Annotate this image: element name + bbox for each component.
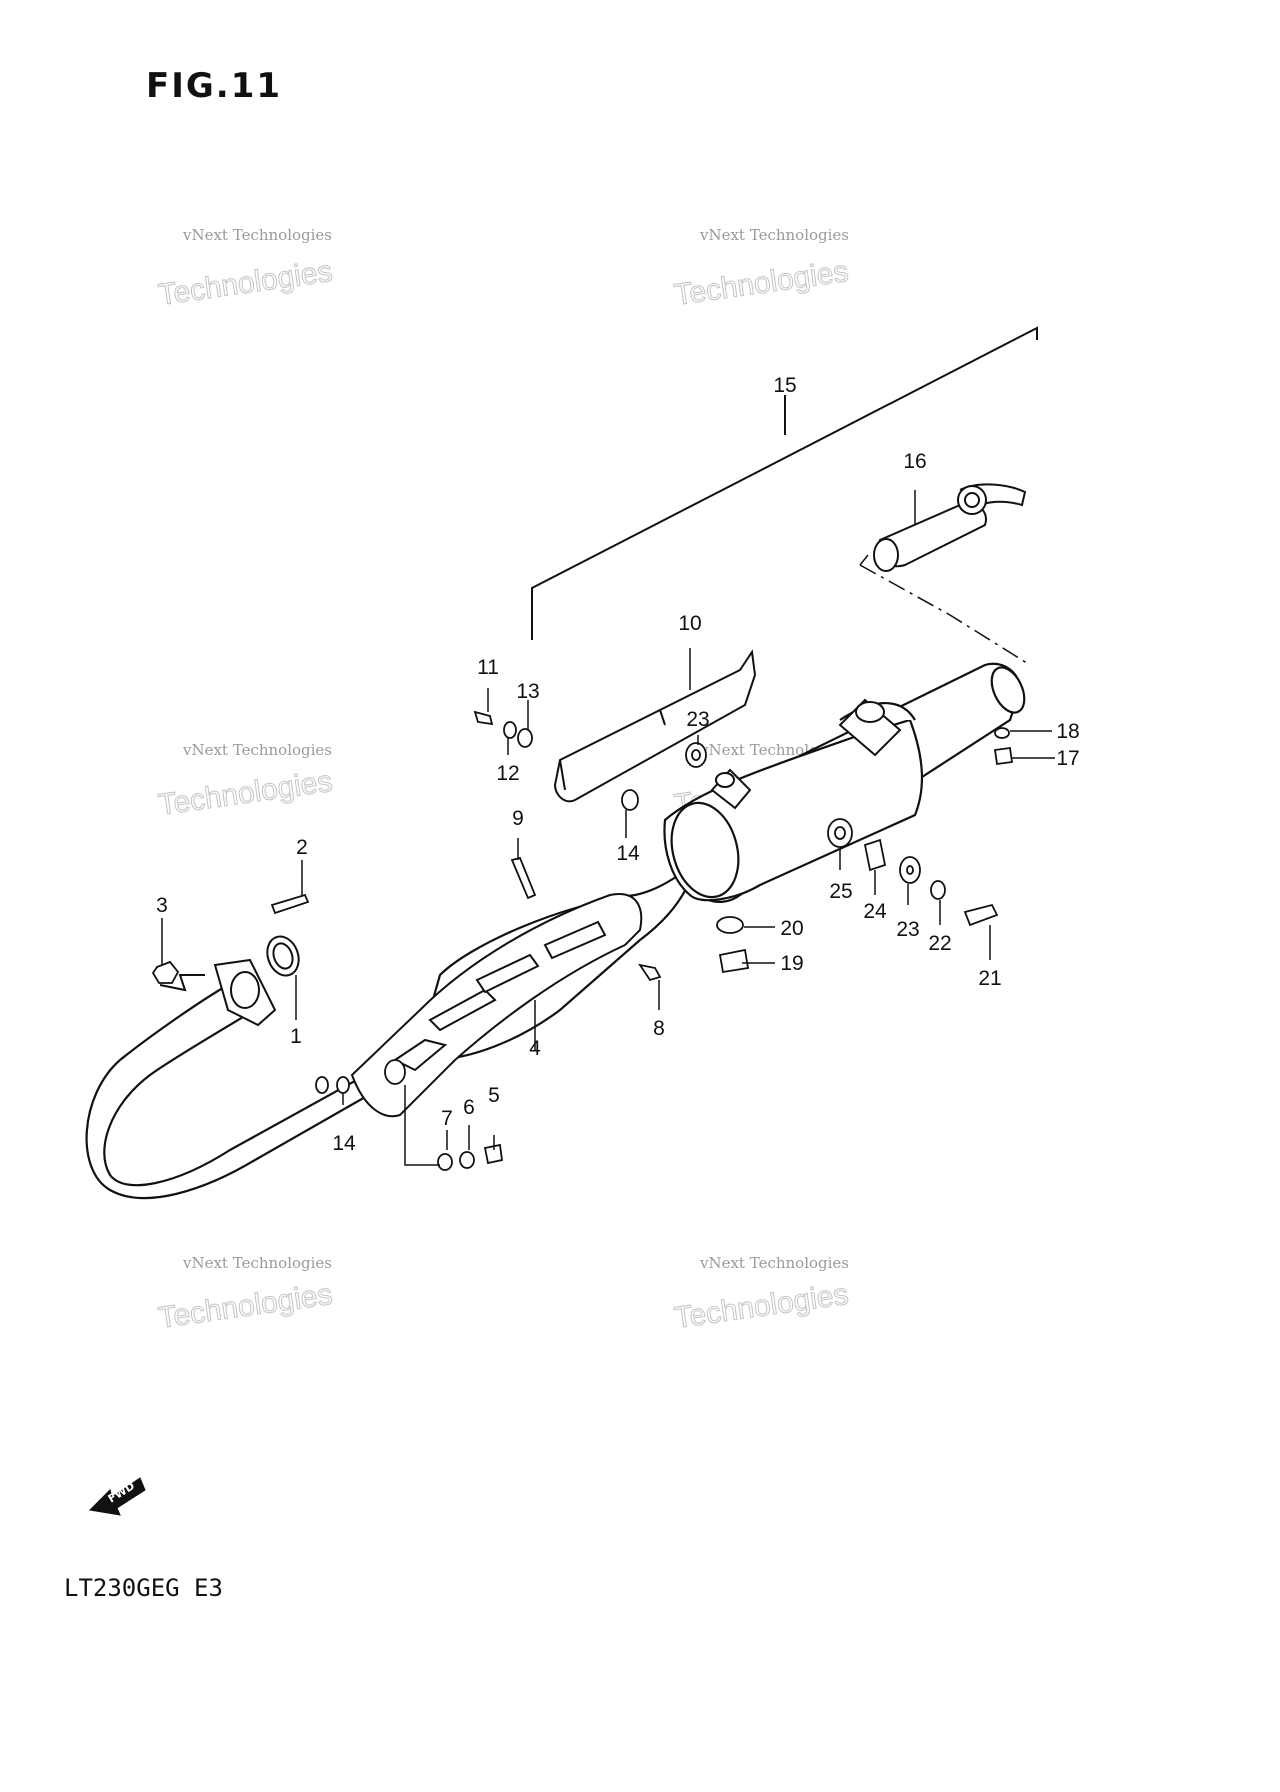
svg-text:vNext Technologies: vNext Technologies	[182, 226, 332, 244]
callout-1: 1	[290, 1025, 302, 1048]
callout-14-mid: 14	[616, 842, 640, 865]
guide-line-16-end	[859, 554, 869, 566]
hardware	[315, 710, 1014, 1171]
callout-25: 25	[829, 880, 852, 903]
svg-text:vNext Technologies: vNext Technologies	[699, 226, 849, 244]
svg-text:vNext Technologies: vNext Technologies	[182, 1254, 332, 1272]
watermark-bottom-center: vNext Technologies Technologies	[672, 1254, 851, 1335]
callout-18: 18	[1056, 720, 1079, 743]
callout-19: 19	[780, 952, 803, 975]
muffler-bracket	[838, 698, 902, 757]
gasket-1	[266, 935, 300, 977]
pipe-heat-shield	[350, 893, 643, 1118]
muffler-heat-shield-10	[553, 649, 757, 803]
nut-3	[151, 960, 180, 984]
callout-23-low: 23	[896, 918, 919, 941]
svg-text:Technologies: Technologies	[156, 765, 334, 822]
svg-text:Technologies: Technologies	[156, 1278, 334, 1335]
guide-line-16	[859, 564, 1031, 666]
callout-11: 11	[477, 656, 499, 679]
callout-3: 3	[156, 894, 168, 917]
callout-17: 17	[1056, 747, 1079, 770]
pipe-flange	[159, 958, 277, 1027]
callout-22: 22	[928, 932, 951, 955]
callout-9: 9	[512, 807, 524, 830]
leader-lines	[161, 490, 1055, 1166]
callout-24: 24	[863, 900, 887, 923]
callout-23-top: 23	[686, 708, 709, 731]
callout-8: 8	[653, 1017, 665, 1040]
callout-13: 13	[516, 680, 539, 703]
callout-2: 2	[296, 836, 308, 859]
callouts: 1 2 3 4 5 6 7 8 9 10 11 12 13 14 14 15 1…	[156, 374, 1080, 1155]
svg-text:vNext Technologies: vNext Technologies	[699, 1254, 849, 1272]
muffler-mount-lug	[710, 768, 752, 810]
callout-20: 20	[780, 917, 803, 940]
svg-text:Technologies: Technologies	[672, 1278, 850, 1335]
watermark-top-left: vNext Technologies Technologies	[156, 226, 335, 312]
svg-text:vNext Technologies: vNext Technologies	[182, 741, 332, 759]
callout-6: 6	[463, 1096, 475, 1119]
assembly-bracket-15	[531, 326, 1038, 640]
watermark-mid-left: vNext Technologies Technologies	[156, 741, 335, 822]
callout-21: 21	[978, 967, 1001, 990]
callout-15: 15	[773, 374, 796, 397]
svg-text:Technologies: Technologies	[156, 255, 334, 312]
svg-text:Technologies: Technologies	[672, 255, 850, 312]
callout-4: 4	[529, 1037, 541, 1060]
figure-title: FIG.11	[146, 66, 283, 106]
model-code: LT230GEG E3	[64, 1574, 223, 1602]
callout-5: 5	[488, 1084, 500, 1107]
callout-12: 12	[496, 762, 519, 785]
stud-2	[270, 893, 310, 915]
callout-14-low: 14	[332, 1132, 356, 1155]
watermark-bottom-left: vNext Technologies Technologies	[156, 1254, 335, 1335]
watermark-top-center: vNext Technologies Technologies	[672, 226, 851, 312]
tail-pipe-16	[873, 483, 1027, 572]
fwd-arrow-icon: FWD	[88, 1477, 146, 1516]
callout-16: 16	[903, 450, 926, 473]
callout-10: 10	[678, 612, 701, 635]
callout-7: 7	[441, 1107, 453, 1130]
